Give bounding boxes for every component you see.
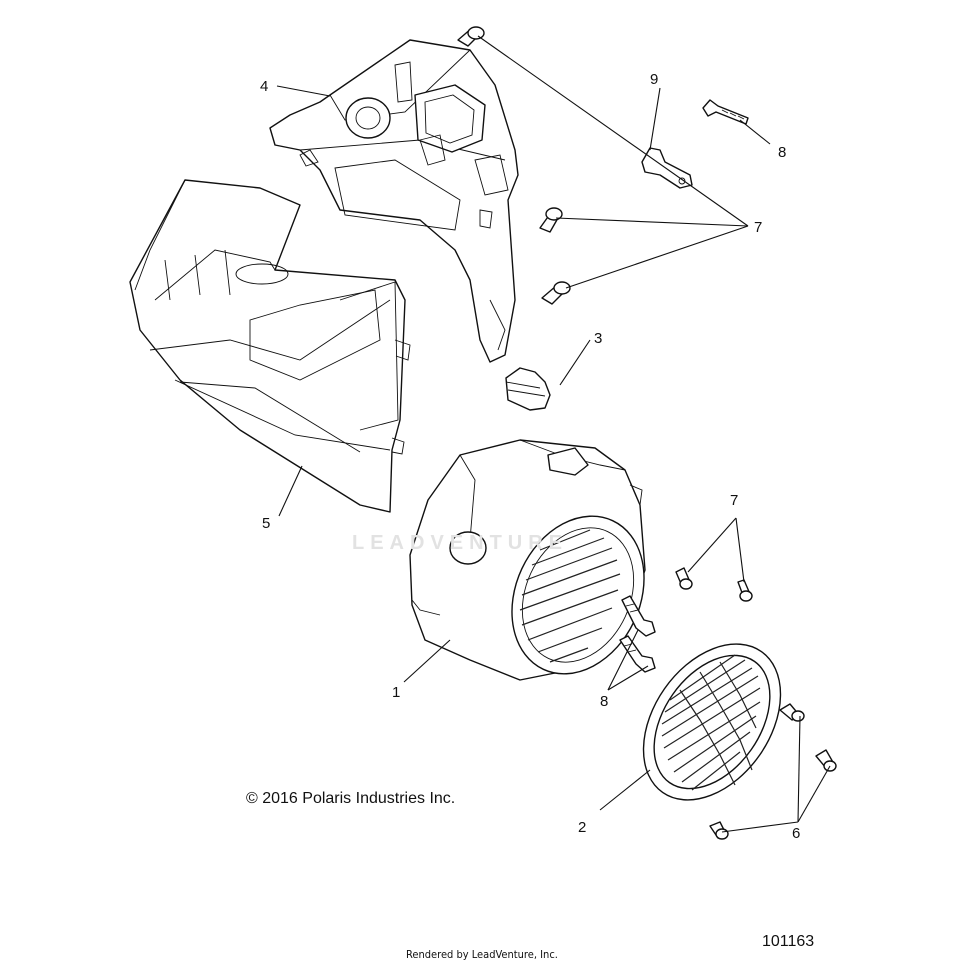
callout-7-lower: 7 bbox=[730, 492, 739, 509]
callout-2: 2 bbox=[578, 819, 587, 836]
callout-5: 5 bbox=[262, 515, 271, 532]
part-7-screw-a[interactable] bbox=[675, 567, 693, 590]
part-7-screw-top[interactable] bbox=[457, 26, 485, 47]
callout-7-top: 7 bbox=[754, 219, 763, 236]
watermark: LEADVENTURE bbox=[352, 532, 569, 554]
callout-4: 4 bbox=[260, 78, 269, 95]
part-8-bolt-top[interactable] bbox=[702, 99, 749, 125]
callout-9: 9 bbox=[650, 71, 659, 88]
part-8-bolt-a[interactable] bbox=[621, 595, 656, 637]
part-7-screw-b[interactable] bbox=[737, 579, 753, 602]
fan-cover-mesh bbox=[661, 654, 761, 791]
callout-8-top: 8 bbox=[778, 144, 787, 161]
part-7-screw-mid[interactable] bbox=[539, 207, 563, 233]
copyright-notice: © 2016 Polaris Industries Inc. bbox=[246, 790, 456, 807]
fan-housing-grille bbox=[519, 529, 621, 663]
part-5-lower-duct[interactable] bbox=[129, 179, 411, 513]
diagram-id: 101163 bbox=[762, 933, 815, 950]
part-2-fan-cover[interactable] bbox=[615, 618, 809, 825]
part-7-screw-lower[interactable] bbox=[541, 281, 571, 305]
callout-6: 6 bbox=[792, 825, 801, 842]
part-8-bolt-b[interactable] bbox=[619, 635, 656, 673]
callout-8-lower: 8 bbox=[600, 693, 609, 710]
part-6-screw-b[interactable] bbox=[815, 749, 837, 772]
part-1-fan-housing[interactable] bbox=[409, 439, 669, 696]
rendered-by-credit: Rendered by LeadVenture, Inc. bbox=[406, 948, 558, 961]
leader-lines bbox=[276, 35, 831, 833]
part-6-screw-c[interactable] bbox=[709, 821, 729, 840]
callout-1: 1 bbox=[392, 684, 401, 701]
callout-3: 3 bbox=[594, 330, 603, 347]
part-3-grommet[interactable] bbox=[505, 367, 551, 411]
part-4-upper-shroud[interactable] bbox=[269, 39, 519, 363]
part-9-clamp[interactable] bbox=[641, 147, 693, 189]
